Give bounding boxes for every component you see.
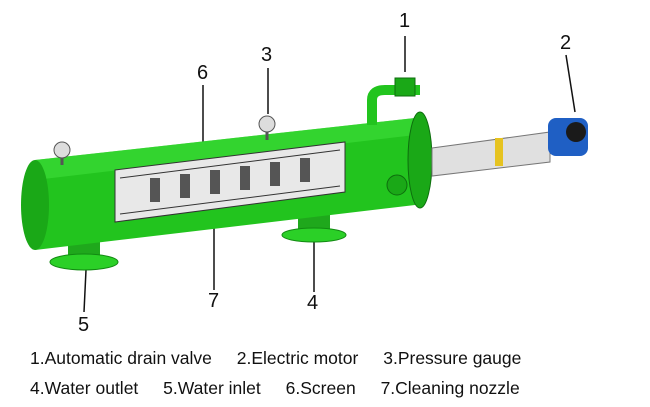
water-inlet-pipe	[49, 235, 119, 271]
drive-shaft-housing	[431, 131, 551, 177]
screen	[119, 149, 341, 215]
legend-row-2: 4.Water outlet 5.Water inlet 6.Screen 7.…	[30, 378, 540, 399]
callout-5: 5	[78, 314, 90, 336]
flange	[407, 111, 433, 209]
cleaning-nozzles	[150, 158, 310, 202]
legend-row-1: 1.Automatic drain valve 2.Electric motor…	[30, 348, 541, 369]
callout-2: 2	[560, 32, 572, 54]
callout-7: 7	[208, 290, 220, 312]
callout-4: 4	[307, 292, 319, 314]
callout-6: 6	[197, 62, 209, 84]
legend-item: 6.Screen	[285, 378, 356, 398]
callout-1: 1	[399, 10, 411, 32]
legend-item: 5.Water inlet	[163, 378, 261, 398]
legend-item: 2.Electric motor	[236, 348, 359, 368]
drain-valve-pipe	[367, 85, 420, 125]
end-cap	[21, 160, 49, 250]
callout-3: 3	[261, 44, 273, 66]
legend-item: 4.Water outlet	[30, 378, 139, 398]
legend-item: 1.Automatic drain valve	[30, 348, 212, 368]
automatic-drain-valve	[394, 77, 416, 97]
filter-illustration	[21, 36, 588, 313]
screen-cutaway	[114, 141, 346, 223]
pressure-gauge-left	[53, 141, 71, 165]
electric-motor	[548, 118, 588, 156]
pressure-gauge	[258, 115, 276, 140]
legend-item: 3.Pressure gauge	[383, 348, 522, 368]
legend-item: 7.Cleaning nozzle	[380, 378, 520, 398]
